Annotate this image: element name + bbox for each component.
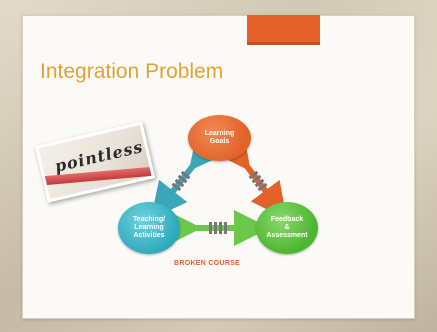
node-teaching-learning-activities: Teaching/ Learning Activities	[118, 202, 180, 254]
node-learning-goals: Learning Goals	[188, 115, 251, 161]
link-goals-teaching	[150, 131, 226, 220]
link-teaching-feedback	[166, 210, 270, 246]
break-symbol	[171, 170, 191, 192]
break-symbol	[248, 170, 268, 192]
break-symbol	[209, 222, 227, 234]
diagram-caption: BROKEN COURSE	[174, 260, 241, 267]
link-goals-feedback	[214, 131, 287, 220]
node-feedback-assessment: Feedback & Assessment	[256, 202, 318, 254]
slide-title: Integration Problem	[40, 60, 224, 83]
header-accent-tab	[247, 15, 320, 45]
node-label: Learning Goals	[204, 130, 235, 145]
node-label: Feedback & Assessment	[266, 216, 308, 239]
node-label: Teaching/ Learning Activities	[132, 216, 166, 239]
